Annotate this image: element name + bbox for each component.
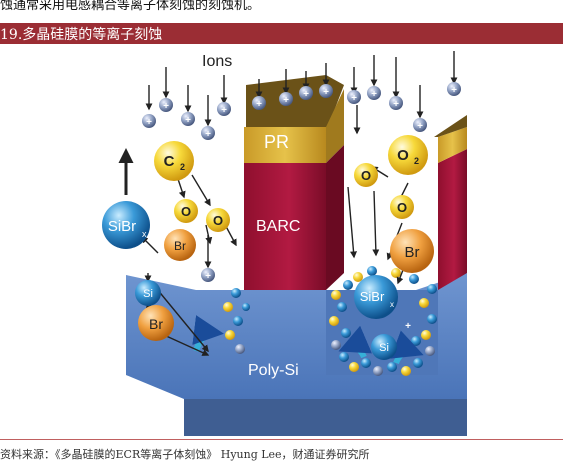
sibrx-molecule-left: SiBr x	[102, 201, 150, 249]
ion	[347, 90, 361, 104]
polysi-label: Poly-Si	[248, 362, 299, 379]
svg-text:+: +	[405, 321, 411, 332]
svg-text:Br: Br	[174, 239, 186, 253]
pr-label: PR	[264, 132, 289, 152]
svg-text:+: +	[351, 93, 357, 104]
ion	[217, 102, 231, 116]
svg-text:+: +	[205, 271, 211, 282]
svg-text:+: +	[323, 87, 329, 98]
ion	[299, 86, 313, 100]
oxygen-left-1: O	[174, 199, 198, 223]
ion	[201, 126, 215, 140]
svg-text:Br: Br	[149, 316, 163, 332]
pr-right-face	[438, 127, 467, 163]
svg-text:O: O	[181, 204, 191, 219]
svg-text:Br: Br	[405, 244, 420, 261]
svg-text:O: O	[397, 200, 407, 215]
pr-right-top	[434, 115, 467, 137]
ion	[279, 92, 293, 106]
svg-text:+: +	[146, 117, 152, 128]
svg-text:+: +	[393, 99, 399, 110]
ion	[142, 114, 156, 128]
svg-text:+: +	[303, 89, 309, 100]
svg-text:2: 2	[414, 156, 419, 166]
sibrx-molecule-right: SiBr x	[354, 275, 398, 319]
svg-text:C: C	[164, 153, 175, 170]
svg-text:+: +	[205, 129, 211, 140]
etch-diagram: ++ ++ ++ ++ ++ ++ ++ ++ SiBr x Br	[96, 45, 467, 436]
svg-text:+: +	[256, 99, 262, 110]
ion	[201, 268, 215, 282]
ion	[159, 98, 173, 112]
substrate-top	[126, 273, 467, 399]
ion	[413, 118, 427, 132]
o2-molecule: O 2	[388, 135, 428, 175]
ion	[252, 96, 266, 110]
svg-text:+: +	[283, 95, 289, 106]
barc-left-face	[244, 163, 326, 290]
source-note: 资料来源：《多晶硅膜的ECR等离子体刻蚀》 Hyung Lee，财通证券研究所	[0, 448, 370, 461]
barc-right-face	[438, 149, 467, 290]
svg-text:+: +	[371, 89, 377, 100]
ion-group	[142, 82, 461, 282]
br-molecule-left-lower: Br	[138, 305, 174, 341]
svg-text:+: +	[417, 121, 423, 132]
substrate-side	[184, 399, 467, 436]
svg-text:O: O	[361, 168, 371, 183]
pr-left-top	[246, 75, 344, 127]
oxygen-right-1: O	[354, 163, 378, 187]
svg-text:+: +	[221, 105, 227, 116]
figure-title-bar: 19.多晶硅膜的等离子刻蚀	[0, 23, 563, 44]
ion	[389, 96, 403, 110]
si-molecule-right: Si	[371, 334, 397, 360]
figure-title: 19.多晶硅膜的等离子刻蚀	[0, 27, 163, 43]
svg-text:SiBr: SiBr	[360, 289, 385, 304]
svg-text:O: O	[213, 213, 223, 228]
barc-left-right	[326, 145, 344, 290]
svg-text:SiBr: SiBr	[108, 218, 136, 235]
svg-text:x: x	[390, 300, 394, 309]
svg-text:Si: Si	[143, 288, 153, 300]
br-molecule-left: Br	[164, 229, 196, 261]
svg-text:O: O	[397, 147, 409, 164]
svg-text:+: +	[451, 85, 457, 96]
c2-molecule: C 2	[154, 141, 194, 181]
oxygen-right-2: O	[390, 195, 414, 219]
svg-text:x: x	[142, 229, 147, 239]
etch-diagram-svg: ++ ++ ++ ++ ++ ++ ++ ++ SiBr x Br	[102, 51, 467, 436]
ion	[367, 86, 381, 100]
pr-left-face	[244, 127, 326, 163]
bottom-rule	[0, 439, 563, 440]
barc-label: BARC	[256, 218, 300, 235]
ion	[319, 84, 333, 98]
oxygen-left-2: O	[206, 208, 230, 232]
svg-text:Si: Si	[379, 342, 389, 354]
br-molecule-right: Br	[390, 229, 434, 273]
ion	[181, 112, 195, 126]
particle-cluster-left	[223, 288, 250, 354]
pr-left-right	[326, 89, 344, 163]
intro-text: 蚀通常采用电感耦合等离子体刻蚀的刻蚀机。	[0, 0, 261, 13]
si-molecule-left: Si	[135, 280, 161, 306]
svg-text:2: 2	[180, 162, 185, 172]
ion	[447, 82, 461, 96]
ions-label: Ions	[202, 53, 232, 70]
svg-text:+: +	[185, 115, 191, 126]
svg-text:+: +	[163, 101, 169, 112]
